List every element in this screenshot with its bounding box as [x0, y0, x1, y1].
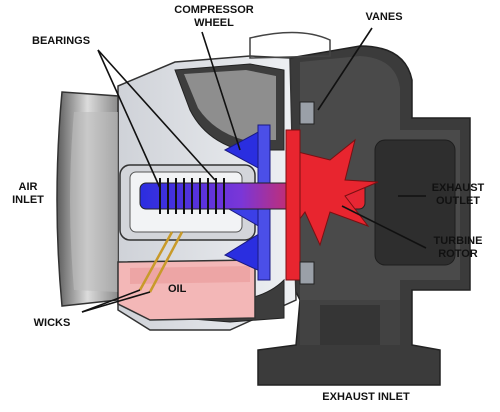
bearing-springs — [159, 178, 225, 214]
turbine-rotor — [285, 129, 379, 281]
air-inlet-funnel — [56, 91, 119, 307]
turbine-housing — [257, 45, 471, 386]
leader-lines — [81, 27, 427, 313]
turbine-vanes — [299, 101, 315, 285]
label-bearings: BEARINGS — [32, 35, 90, 47]
label-exhaust-inlet: EXHAUST INLET — [322, 391, 410, 403]
label-turbine-rotor-line1: TURBINE — [434, 235, 483, 247]
label-air-inlet-line1: AIR — [19, 181, 38, 193]
label-turbine-rotor-line2: ROTOR — [438, 248, 478, 260]
label-air-inlet-line2: INLET — [12, 194, 44, 206]
label-compressor-line2: WHEEL — [194, 17, 234, 29]
label-oil: OIL — [168, 283, 187, 295]
oil-reservoir — [117, 259, 256, 321]
label-exhaust-outlet-line1: EXHAUST — [432, 182, 485, 194]
label-wicks: WICKS — [34, 317, 71, 329]
label-exhaust-outlet-line2: OUTLET — [436, 195, 480, 207]
oil-wicks — [138, 231, 184, 293]
label-vanes: VANES — [365, 11, 402, 23]
label-compressor-line1: COMPRESSOR — [174, 4, 254, 16]
